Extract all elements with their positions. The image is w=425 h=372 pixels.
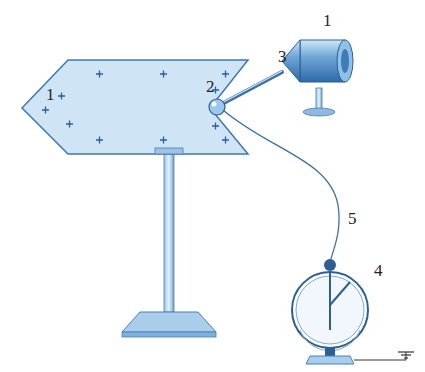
callout-number: 2 [206, 78, 215, 95]
callout-number: 3 [278, 48, 287, 65]
cylinder-conductor [282, 40, 353, 116]
plus-charges [42, 71, 229, 144]
electroscope [292, 259, 414, 364]
callout-number: 1 [46, 86, 55, 103]
callout-number: 5 [348, 210, 357, 227]
callout-number: 4 [374, 262, 383, 279]
charged-plate [22, 60, 282, 154]
wire [223, 110, 339, 262]
plate-stand [122, 152, 216, 337]
callout-number: 1 [323, 12, 332, 29]
